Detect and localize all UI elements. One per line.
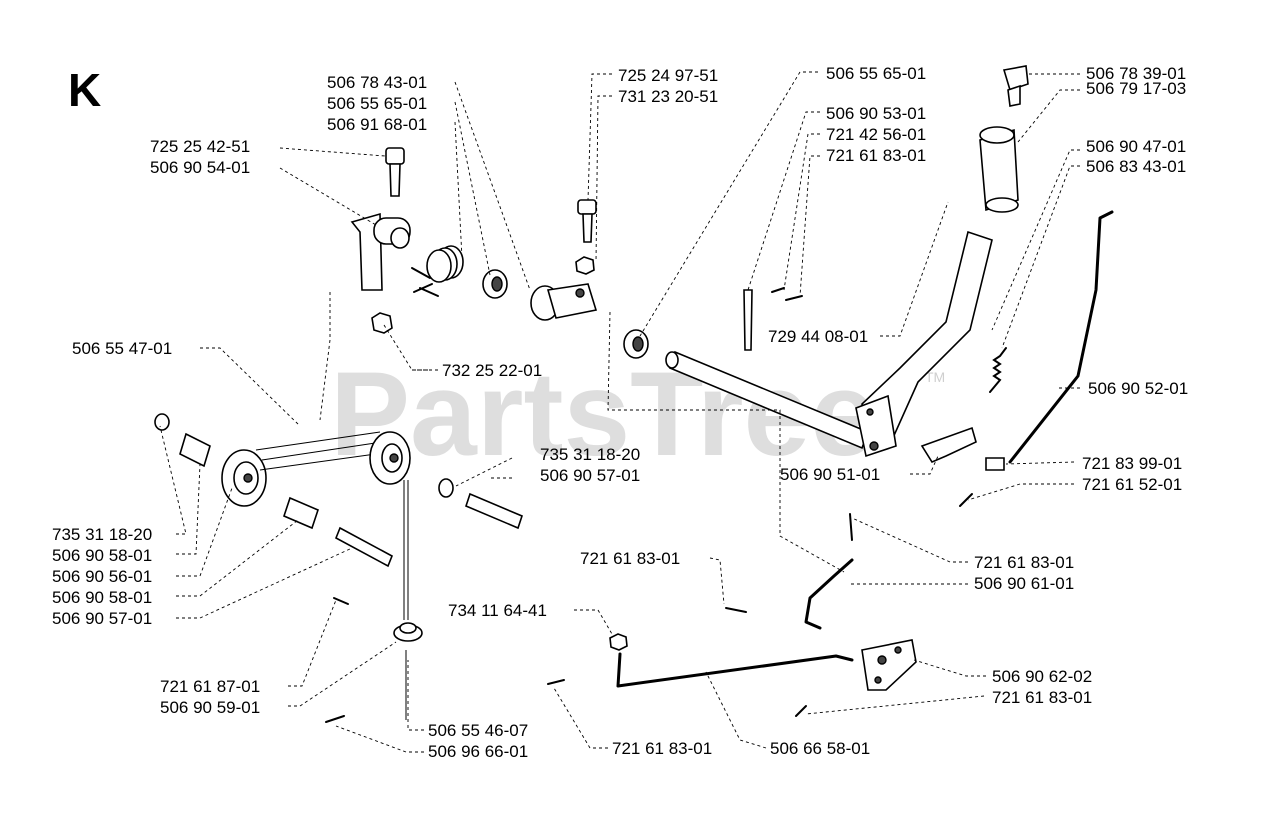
- part-label: 506 90 61-01: [974, 574, 1074, 593]
- part-label: 721 42 56-01: [826, 125, 926, 144]
- part-label: 506 55 65-01: [327, 94, 427, 113]
- part-label: 734 11 64-41: [448, 601, 547, 620]
- part-label: 506 90 56-01: [52, 567, 152, 586]
- part-label: 506 90 57-01: [52, 609, 152, 628]
- part-label: 506 90 53-01: [826, 104, 926, 123]
- part-label: 721 61 87-01: [160, 677, 260, 696]
- part-label: 506 90 58-01: [52, 546, 152, 565]
- part-label: 506 90 54-01: [150, 158, 250, 177]
- part-label: 721 61 83-01: [992, 688, 1092, 707]
- parts-drawing: [154, 65, 1114, 723]
- part-label: 729 44 08-01: [768, 327, 868, 346]
- part-label: 506 83 43-01: [1086, 157, 1186, 176]
- part-label: 506 78 43-01: [327, 73, 427, 92]
- part-label: 506 91 68-01: [327, 115, 427, 134]
- part-label: 506 90 52-01: [1088, 379, 1188, 398]
- section-letter: K: [68, 64, 101, 116]
- part-label: 725 24 97-51: [618, 66, 718, 85]
- part-label: 725 25 42-51: [150, 137, 250, 156]
- part-label: 506 55 46-07: [428, 721, 528, 740]
- part-label: 506 55 65-01: [826, 64, 926, 83]
- part-label: 732 25 22-01: [442, 361, 542, 380]
- part-label: 721 61 83-01: [612, 739, 712, 758]
- part-label: 506 96 66-01: [428, 742, 528, 761]
- part-label: 721 61 52-01: [1082, 475, 1182, 494]
- part-label: 506 90 59-01: [160, 698, 260, 717]
- part-label: 735 31 18-20: [52, 525, 152, 544]
- part-label: 721 61 83-01: [580, 549, 680, 568]
- part-label: 731 23 20-51: [618, 87, 718, 106]
- part-label: 735 31 18-20: [540, 445, 640, 464]
- part-label: 506 90 57-01: [540, 466, 640, 485]
- leader-lines: [159, 71, 1080, 753]
- part-label: 506 90 58-01: [52, 588, 152, 607]
- part-label: 721 61 83-01: [974, 553, 1074, 572]
- part-label: 506 78 39-01: [1086, 64, 1186, 83]
- part-label: 506 90 51-01: [780, 465, 880, 484]
- part-label: 721 61 83-01: [826, 146, 926, 165]
- part-label: 506 90 62-02: [992, 667, 1092, 686]
- part-label: 506 66 58-01: [770, 739, 870, 758]
- part-label: 506 90 47-01: [1086, 137, 1186, 156]
- part-label: 721 83 99-01: [1082, 454, 1182, 473]
- part-labels: 506 78 43-01 506 55 65-01 506 91 68-01 7…: [52, 64, 1188, 761]
- watermark-tm: TM: [925, 369, 945, 385]
- part-label: 506 55 47-01: [72, 339, 172, 358]
- part-label: 506 79 17-03: [1086, 79, 1186, 98]
